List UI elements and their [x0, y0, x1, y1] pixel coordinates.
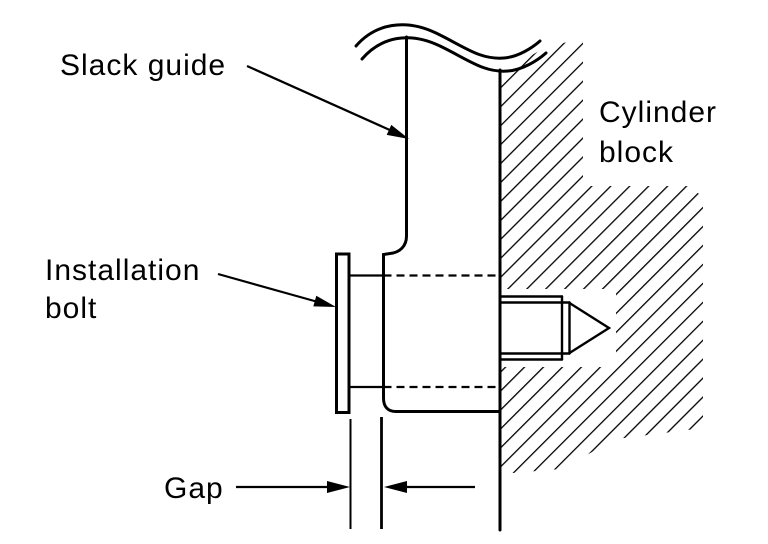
- bolt-tip-cone: [568, 301, 612, 355]
- slack-guide-leader: [246, 64, 409, 139]
- bolt-hole-clearance: [497, 289, 616, 367]
- gap-arrowhead-left-pointing: [384, 481, 407, 493]
- bolt-flange: [335, 252, 351, 414]
- installation-bolt-label-line2: bolt: [45, 292, 97, 325]
- break-line-upper: [354, 23, 542, 60]
- installation-bolt-label-line1: Installation: [45, 254, 200, 287]
- slack-guide-label: Slack guide: [60, 49, 226, 82]
- break-line-lower: [360, 36, 548, 73]
- cylinder-block-label-line2: block: [599, 136, 674, 169]
- gap-arrowhead-right-pointing: [327, 481, 350, 493]
- installation-bolt-arrowhead: [313, 295, 336, 307]
- slack-guide-outline: [382, 35, 502, 413]
- slack-guide-arrowhead: [386, 124, 409, 139]
- gap-dimension: [236, 481, 475, 493]
- installation-bolt-leader-line: [217, 272, 319, 304]
- break-line: [354, 23, 548, 73]
- installation-bolt-leader: [217, 272, 336, 307]
- slack-guide-leader-line: [246, 64, 393, 133]
- cylinder-block-label-line1: Cylinder: [599, 96, 717, 129]
- gap-label: Gap: [164, 472, 224, 505]
- bolt-threads: [498, 295, 612, 361]
- bolt-shank-visible: [349, 274, 384, 389]
- bolt-shank-hidden: [383, 274, 498, 389]
- gap-extension-lines: [349, 417, 383, 529]
